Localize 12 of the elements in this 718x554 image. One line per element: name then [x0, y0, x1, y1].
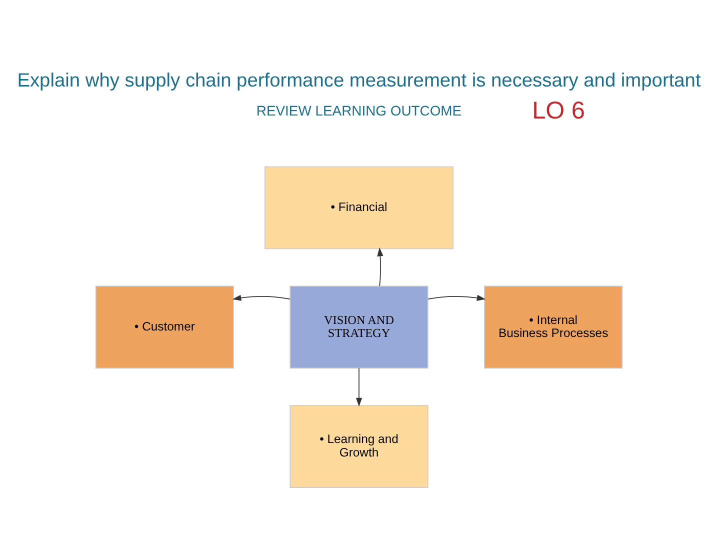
node-box: VISION AND STRATEGY	[290, 285, 428, 368]
node-box: • Learning and Growth	[290, 404, 428, 488]
arrow	[232, 294, 290, 300]
label: REVIEW LEARNING OUTCOME	[256, 102, 462, 118]
arrow	[377, 247, 384, 286]
label: LO 6	[532, 96, 586, 124]
node-box: • Internal Business Processes	[484, 285, 623, 368]
node-box: • Financial	[264, 166, 454, 249]
diagram-title: Explain why supply chain performance measurement is necessary and important	[17, 70, 701, 91]
node-box: • Customer	[95, 285, 234, 368]
arrow	[428, 294, 486, 300]
arrow	[356, 367, 362, 406]
